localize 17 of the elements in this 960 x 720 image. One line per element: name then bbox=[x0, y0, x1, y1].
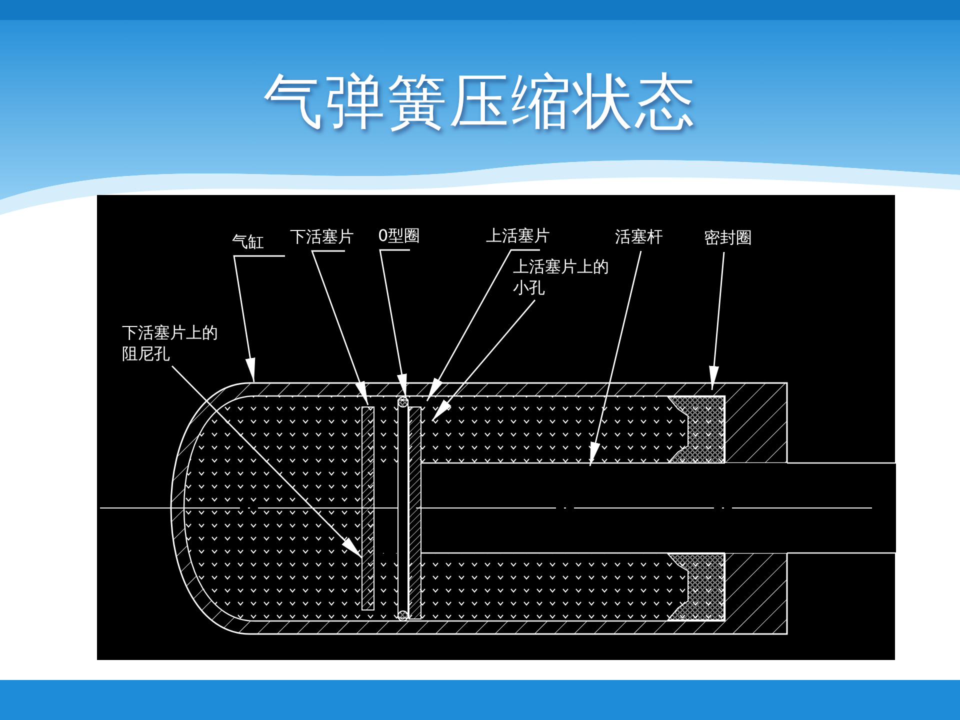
part-label: 下活塞片 bbox=[290, 226, 356, 247]
leader-line bbox=[172, 366, 362, 558]
leader-line bbox=[709, 252, 725, 390]
part-label: 上活塞片 bbox=[486, 225, 554, 246]
part-label: 下活塞片上的阻尼孔 bbox=[122, 322, 220, 364]
leader-line bbox=[379, 249, 410, 398]
title: 气弹簧压缩状态 bbox=[262, 66, 698, 139]
leader-line bbox=[233, 255, 285, 382]
part-label: 0型圈 bbox=[378, 225, 422, 246]
leader-line bbox=[426, 249, 540, 402]
leader-line bbox=[311, 250, 369, 406]
part-label: 密封圈 bbox=[704, 227, 758, 248]
leader-line bbox=[589, 250, 642, 466]
part-label: 上活塞片上的小孔 bbox=[513, 256, 613, 298]
part-label: 气缸 bbox=[232, 231, 286, 252]
part-label: 活塞杆 bbox=[615, 226, 667, 247]
leader-line bbox=[431, 300, 536, 422]
